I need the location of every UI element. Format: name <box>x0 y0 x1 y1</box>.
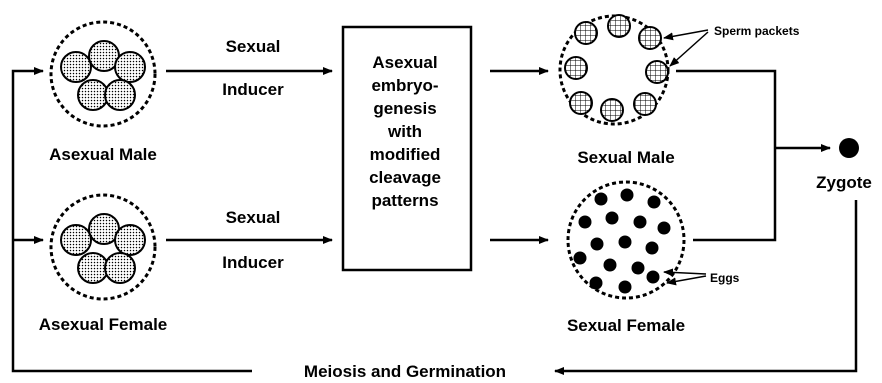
asexual-female-label: Asexual Female <box>39 315 168 334</box>
sperm-pointer-2 <box>670 32 708 66</box>
inducer-top-line2: Inducer <box>222 80 284 99</box>
inducer-top-line1: Sexual <box>226 37 281 56</box>
sperm-packets-label: Sperm packets <box>714 24 800 38</box>
zygote-label: Zygote <box>816 173 872 192</box>
asexual-male-spheroid <box>51 22 155 126</box>
eggs-label: Eggs <box>710 271 740 285</box>
sexual-male-label: Sexual Male <box>577 148 674 167</box>
sexual-female-spheroid <box>568 182 684 298</box>
box-line-4: with <box>387 122 422 141</box>
box-line-7: patterns <box>371 191 438 210</box>
asexual-male-label: Asexual Male <box>49 145 157 164</box>
box-line-3: genesis <box>373 99 436 118</box>
sexual-female-label: Sexual Female <box>567 316 685 335</box>
box-line-6: cleavage <box>369 168 441 187</box>
box-line-2: embryo- <box>371 76 438 95</box>
box-line-5: modified <box>370 145 441 164</box>
sexual-male-spheroid <box>560 15 668 124</box>
merge-bracket <box>676 71 775 240</box>
asexual-female-spheroid <box>51 195 155 299</box>
eggs-pointer-2 <box>667 276 706 283</box>
meiosis-label: Meiosis and Germination <box>304 362 506 381</box>
zygote-dot <box>839 138 859 158</box>
inducer-bottom-line2: Inducer <box>222 253 284 272</box>
inducer-bottom-line1: Sexual <box>226 208 281 227</box>
sperm-pointer-1 <box>664 30 708 38</box>
box-line-1: Asexual <box>372 53 437 72</box>
